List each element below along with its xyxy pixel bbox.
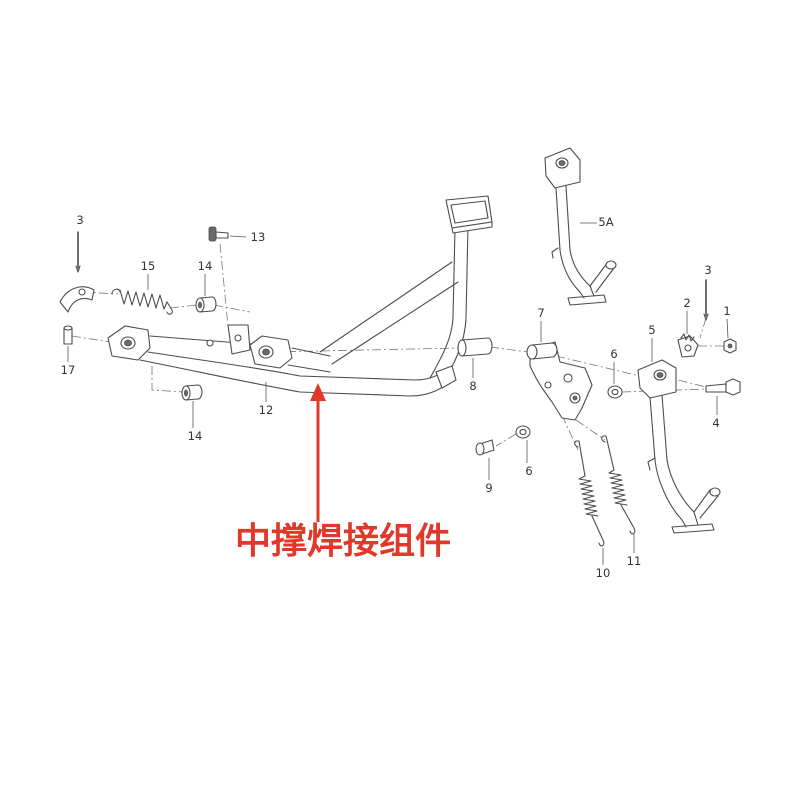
return-spring-15 [111,288,173,315]
nut-1 [723,338,737,354]
callout-4: 4 [712,416,719,430]
callout-3-right: 3 [704,263,711,277]
mounting-plate-7 [526,341,593,421]
bushing-14-lower [181,384,203,401]
assembly-caption: 中撑焊接组件 [235,521,451,562]
bolt-9 [475,439,495,456]
callout-labels: 3 15 14 13 17 12 14 5A 3 2 1 7 5 6 8 4 9… [61,213,731,580]
callout-10: 10 [596,566,611,580]
pin-17 [63,325,73,345]
callout-14-upper: 14 [198,259,213,273]
bolt-13 [208,226,229,242]
callout-2: 2 [683,296,690,310]
callout-3-left: 3 [76,213,83,227]
spring-11 [601,435,636,535]
callout-17: 17 [61,363,76,377]
spring-10 [574,440,605,547]
callout-8: 8 [469,379,476,393]
callout-6-lower: 6 [525,464,532,478]
spring-bracket-2 [677,333,699,358]
washer-6-lower [515,425,531,439]
callout-12: 12 [259,403,274,417]
bolt-4 [705,378,741,396]
bushing-8 [457,337,493,357]
callout-11: 11 [627,554,642,568]
callout-15: 15 [141,259,156,273]
center-stand-weld-assembly [107,195,493,397]
center-lines [71,243,724,451]
callout-5a: 5A [598,215,613,229]
callout-5: 5 [648,323,655,337]
side-stand-5 [637,359,721,534]
bushing-14-upper [195,296,217,313]
callout-1: 1 [723,304,730,318]
leader-lines [67,222,729,565]
callout-14-lower: 14 [188,429,203,443]
pointer-arrow [310,383,326,522]
callout-13: 13 [251,230,266,244]
cotter-pin-right [703,279,709,321]
side-stand-5a [544,147,617,306]
frame-end-piece [59,286,95,313]
callout-6-upper: 6 [610,347,617,361]
callout-9: 9 [485,481,492,495]
washer-6-upper [607,385,623,399]
callout-7: 7 [537,306,544,320]
cotter-pin-left [75,231,81,273]
